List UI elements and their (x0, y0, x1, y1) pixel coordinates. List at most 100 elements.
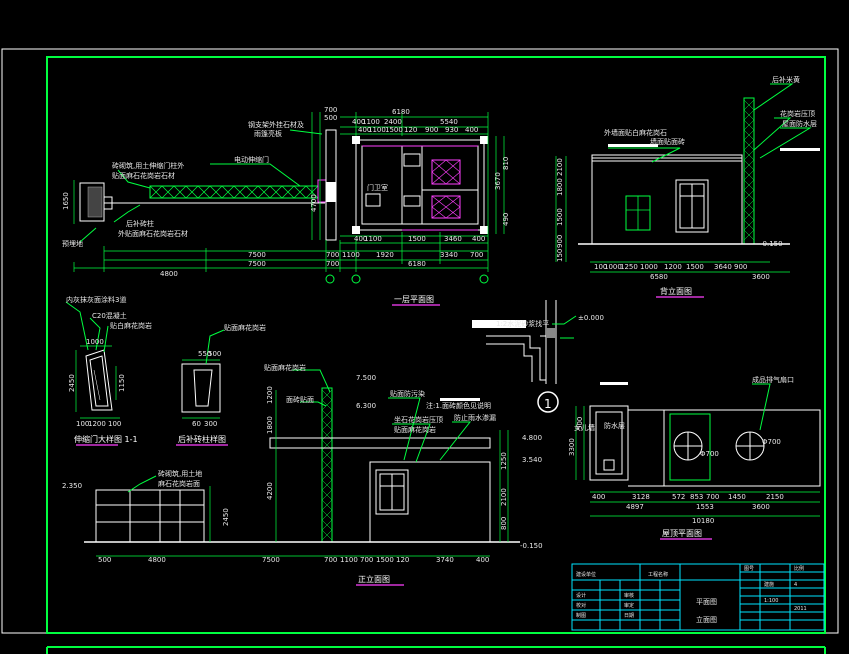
dim-text: 700 (326, 260, 339, 268)
dim-text: 1100 (342, 251, 360, 259)
dim-text: 900 (556, 235, 564, 248)
dim-text: 6180 (408, 260, 426, 268)
plan-texts: 6180 400 1100 2400 5540 400 1100 1500 12… (62, 106, 510, 306)
title-block-cell: 日期 (624, 613, 634, 619)
note-text: 花岗岩压顶 (780, 109, 815, 118)
note-text: 钢支架外挂石材及 (248, 120, 304, 129)
drawing-name: 立面图 (696, 615, 717, 624)
note-text: 女儿墙 (574, 423, 595, 432)
dim-text: 900 (425, 126, 438, 134)
dim-text: 400 (472, 235, 485, 243)
note-text: 防水层 (604, 421, 625, 430)
dim-text: 100 (108, 420, 121, 428)
dim-text: 400 (352, 118, 365, 126)
note-text: 电动伸缩门 (234, 155, 269, 164)
dim-text: 500 (208, 350, 221, 358)
note-text: 1:2水泥砂浆找平 (496, 319, 549, 328)
dim-text: 500 (576, 417, 584, 430)
title-block-cell: 建施 (764, 581, 774, 588)
note-text: 面砖贴面 (286, 395, 314, 404)
dim-text: 930 (445, 126, 458, 134)
dim-text: 1000 (640, 263, 658, 271)
dim-text: 400 (465, 126, 478, 134)
dim-text: 3600 (752, 503, 770, 511)
roof-vent-label: Φ700 (762, 438, 781, 446)
dim-text: 3340 (440, 251, 458, 259)
note-text: 贴面麻花岗岩 (394, 425, 436, 434)
note-text: 贴白麻花岗岩 (110, 321, 152, 330)
section-1 (472, 300, 577, 413)
note-text: 预埋地 (62, 239, 83, 248)
section-marker-number: 1 (544, 397, 552, 411)
note-text: 内灰抹灰面涂料3道 (66, 295, 126, 304)
title-block-cell: 设计 (576, 592, 586, 599)
dim-text: 1500 (376, 556, 394, 564)
dim-text: 1250 (500, 452, 508, 470)
dim-text: 5540 (440, 118, 458, 126)
pillar-detail (181, 329, 225, 419)
dim-text: 1500 (556, 208, 564, 226)
dim-text: 572 (672, 493, 685, 501)
dim-text: 3460 (444, 235, 462, 243)
note-text: 屋面防水层 (782, 119, 817, 128)
front-title: 正立面图 (358, 574, 390, 584)
dim-text: 60 (192, 420, 201, 428)
plan-title: 一层平面图 (394, 295, 434, 304)
rear-title: 背立面图 (660, 286, 692, 296)
dim-text: 2100 (500, 488, 508, 506)
note-text: 外墙面贴白麻花岗石 (604, 128, 667, 137)
dim-text: 4700 (310, 194, 318, 212)
dim-text: 1100 (364, 235, 382, 243)
note-text: 后补米黄 (772, 75, 800, 84)
dim-text: 1553 (696, 503, 714, 511)
dim-text: 300 (204, 420, 217, 428)
dim-text: 550 (198, 350, 211, 358)
dim-text: 1200 (664, 263, 682, 271)
note-text: 贴面防污染 (390, 389, 425, 398)
dim-text: 1250 (620, 263, 638, 271)
dim-text: 2150 (766, 493, 784, 501)
note-text: 贴面麻石花岗岩石材 (112, 171, 175, 180)
dim-text: 3128 (632, 493, 650, 501)
dim-text: 810 (502, 157, 510, 170)
dim-text: 1100 (340, 556, 358, 564)
front-roof-elev: 4.800 (522, 434, 542, 442)
front-elevation (84, 369, 520, 557)
dim-text: 2450 (222, 508, 230, 526)
dim-text: 2450 (68, 374, 76, 392)
front-eave-elev: 3.540 (522, 456, 542, 464)
dim-text: 120 (404, 126, 417, 134)
note-text: 注:1.面砖颜色见说明 (426, 401, 491, 410)
title-block (571, 563, 825, 631)
dim-text: 700 (360, 556, 373, 564)
title-block-header: 工程名称 (648, 571, 668, 578)
title-block-header: 图号 (744, 566, 754, 572)
title-block-cell: 4 (794, 582, 797, 588)
floor-plan (73, 112, 505, 284)
dim-text: 800 (500, 517, 508, 530)
note-text: 后补砖柱 (126, 219, 154, 228)
dim-text: 1650 (62, 192, 70, 210)
note-text: 墙面贴面砖 (650, 137, 685, 146)
note-text: 雨篷亮板 (254, 129, 282, 138)
note-text: 砖砌筑,用土伸缩门柱外 (112, 161, 184, 170)
dim-text: 490 (502, 213, 510, 226)
rear-ground-elev: -0.150 (760, 240, 783, 248)
dim-text: 1800 (556, 178, 564, 196)
roof-texts: 成品排气扇口 Φ700 Φ700 女儿墙 防水层 400 3128 572 85… (568, 375, 794, 540)
dim-text: 500 (98, 556, 111, 564)
dim-text: 1500 (408, 235, 426, 243)
gate-detail-title: 伸缩门大样图 1-1 (74, 434, 138, 444)
dim-text: 7500 (248, 260, 266, 268)
dim-text: 1100 (362, 118, 380, 126)
front-texts: 7.500 6.300 4.800 3.540 -0.150 2.350 贴面麻… (62, 363, 543, 586)
dim-text: 2100 (556, 158, 564, 176)
drawing-name: 平面图 (696, 598, 717, 606)
note-text: 贴面麻花岗岩 (264, 363, 306, 372)
dim-text: 3670 (494, 172, 502, 190)
dim-text: 2400 (384, 118, 402, 126)
dim-text: 3740 (436, 556, 454, 564)
dim-text: 1150 (118, 374, 126, 392)
note-text: 外贴面麻石花岗岩石材 (118, 229, 188, 238)
title-block-cell: 2011 (794, 606, 807, 612)
